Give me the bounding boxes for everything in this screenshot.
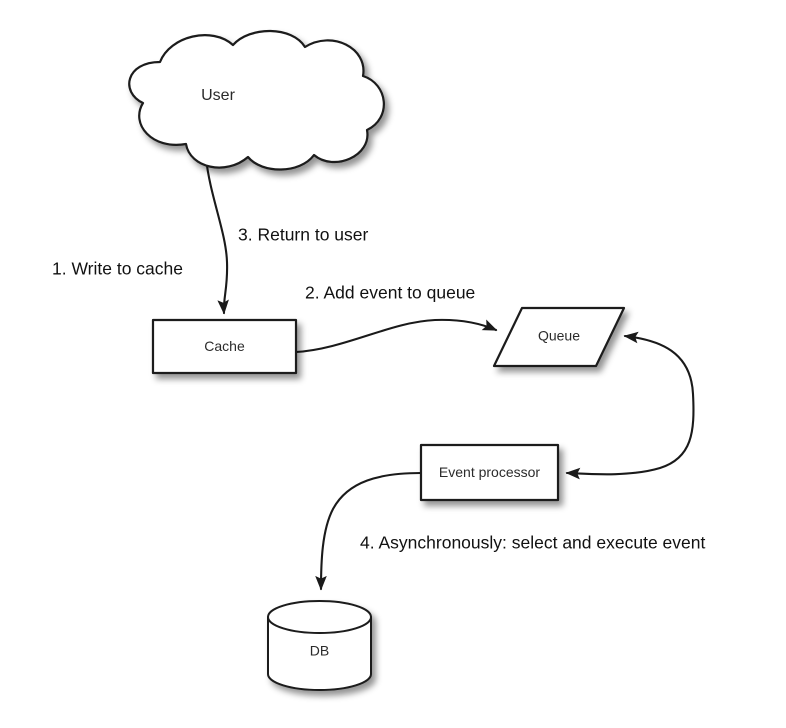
step-label-2: 2. Add event to queue [305,283,475,303]
edge-queue-processor-path [565,331,695,480]
edge-user-cache [204,156,229,315]
node-user-label: User [201,87,235,104]
step-label-3: 3. Return to user [238,225,369,245]
edge-queue-processor [565,331,695,480]
node-user[interactable]: User [128,29,385,171]
db-cylinder-top [267,600,372,634]
user-cloud-shape [128,29,385,171]
node-cache-label: Cache [204,338,245,354]
event-processor-rect-shape [419,443,560,502]
step-label-1: 1. Write to cache [52,259,183,279]
node-cache[interactable]: Cache [151,318,298,375]
node-queue[interactable]: Queue [492,306,626,368]
node-event-processor-label: Event processor [439,464,540,480]
node-event-processor[interactable]: Event processor [419,443,560,502]
edge-cache-queue-path [294,318,498,354]
edge-user-cache-path [204,156,229,315]
cache-rect-shape [151,318,298,375]
edge-processor-db-path [315,471,423,591]
step-label-4: 4. Asynchronously: select and execute ev… [360,533,705,553]
queue-parallelogram-shape [492,306,626,368]
node-db-label: DB [310,643,329,659]
edge-cache-queue [294,318,498,354]
db-cylinder-body [267,616,372,691]
node-db[interactable]: DB [267,600,372,691]
edge-processor-db [315,471,423,591]
node-queue-label: Queue [538,328,580,344]
